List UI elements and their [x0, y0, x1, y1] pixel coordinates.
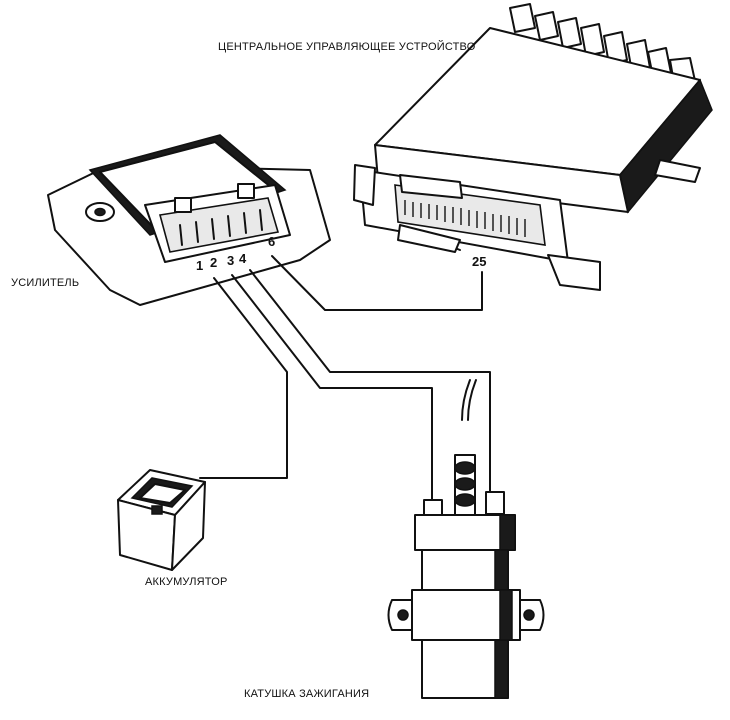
amplifier-pin-2-label: 2	[210, 255, 217, 270]
coil-terminal-right	[485, 491, 505, 515]
amplifier-label: УСИЛИТЕЛЬ	[11, 277, 80, 289]
ecu-connector	[394, 184, 546, 246]
coil-label: КАТУШКА ЗАЖИГАНИЯ	[244, 688, 370, 700]
ecu-pin-25-label: 25	[472, 254, 486, 269]
ecu-unit	[353, 3, 713, 291]
ecu-left-bracket	[353, 164, 376, 206]
amplifier-unit: 1 2 3 4 6	[47, 134, 331, 306]
ecu-connector-pins	[404, 200, 526, 237]
wire-pin4-to-coil	[249, 269, 491, 496]
ecu-bottom-bracket	[547, 254, 601, 291]
amplifier-connector-pins	[179, 209, 263, 246]
coil-ht-lead	[461, 379, 471, 421]
ecu-lower-lip	[397, 224, 461, 253]
wire-pin2-to-battery	[199, 277, 288, 479]
coil-top-cap	[414, 514, 516, 551]
amplifier-latch-right	[237, 183, 255, 199]
amplifier-pin-4-label: 4	[239, 251, 247, 266]
battery-terminal	[151, 505, 163, 515]
battery	[117, 469, 206, 571]
battery-label: АККУМУЛЯТОР	[145, 576, 228, 588]
amplifier-latch-left	[174, 197, 192, 213]
wire-pin6-to-ecu	[271, 255, 483, 311]
amplifier-pin-1-label: 1	[196, 258, 203, 273]
battery-side	[171, 481, 206, 571]
amplifier-pin-6-label: 6	[268, 234, 275, 249]
ignition-coil	[387, 379, 545, 699]
ecu-connector-latch	[399, 174, 463, 199]
ecu-front-face	[374, 144, 629, 213]
wire-pin3-to-coil	[231, 274, 433, 501]
wiring: 25	[199, 254, 491, 501]
ecu-label: ЦЕНТРАЛЬНОЕ УПРАВЛЯЮЩЕЕ УСТРОЙСТВО	[218, 41, 476, 53]
amplifier-pin-3-label: 3	[227, 253, 234, 268]
ecu-right-bracket	[654, 159, 701, 183]
